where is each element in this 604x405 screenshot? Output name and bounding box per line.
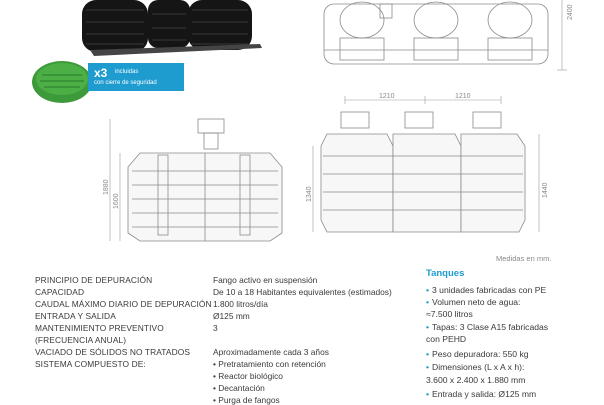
spec-value: 1.800 litros/día: [213, 299, 268, 309]
tanques-item-text: Tapas: 3 Clase A15 fabricadas: [432, 322, 549, 332]
spec-value: Ø125 mm: [213, 311, 250, 321]
badge-line1: incluidas: [115, 69, 139, 75]
tanques-item-text: Peso depuradora: 550 kg: [432, 349, 529, 359]
tanques-item: •Peso depuradora: 550 kg: [426, 349, 529, 361]
green-lid-photo: [32, 61, 92, 103]
tanques-item: •Volumen neto de agua:: [426, 297, 520, 309]
system-item: • Purga de fangos: [213, 395, 280, 405]
spec-value: Fango activo en suspensión: [213, 275, 318, 285]
spec-value: Aproximadamente cada 3 años: [213, 347, 329, 357]
spec-label: (FRECUENCIA ANUAL): [35, 335, 127, 345]
dim-1600: 1600: [113, 193, 120, 209]
measures-note: Medidas en mm.: [496, 254, 552, 263]
bullet: •: [426, 285, 430, 295]
bullet: •: [426, 297, 430, 307]
system-item: • Decantación: [213, 383, 265, 393]
badge-line2: con cierre de seguridad: [94, 80, 157, 86]
tanques-item: con PEHD: [426, 334, 466, 346]
top-view-drawing: 2400: [323, 0, 574, 71]
spec-label: CAUDAL MÁXIMO DIARIO DE DEPURACIÓN: [35, 299, 212, 309]
spec-value: • Pretratamiento con retención: [213, 359, 326, 369]
dim-2400: 2400: [567, 4, 574, 20]
dim-1340: 1340: [306, 186, 313, 202]
spec-label: MANTENIMIENTO PREVENTIVO: [35, 323, 164, 333]
tanques-item: ≈7.500 litros: [426, 309, 473, 321]
tanques-item-text: ≈7.500 litros: [426, 309, 473, 319]
product-photo: [60, 0, 280, 62]
tanques-item-text: Dimensiones (L x A x h):: [432, 362, 525, 372]
badge-count: x3: [94, 66, 108, 80]
tanques-item-text: 3.600 x 2.400 x 1.880 mm: [426, 375, 526, 385]
tanques-item: •Dimensiones (L x A x h):: [426, 362, 524, 374]
spec-label: VACIADO DE SÓLIDOS NO TRATADOS: [35, 347, 191, 357]
system-item: • Reactor biológico: [213, 371, 283, 381]
tanques-title: Tanques: [426, 268, 465, 279]
tanques-item-text: Volumen neto de agua:: [432, 297, 521, 307]
tanques-item: 3.600 x 2.400 x 1.880 mm: [426, 375, 525, 387]
dim-1880: 1880: [103, 179, 110, 195]
bullet: •: [426, 362, 430, 372]
spec-label: ENTRADA Y SALIDA: [35, 311, 116, 321]
spec-value: 3: [213, 323, 218, 333]
tanques-item: •Tapas: 3 Clase A15 fabricadas: [426, 322, 548, 334]
spec-value: De 10 a 18 Habitantes equivalentes (esti…: [213, 287, 392, 297]
bullet: •: [426, 389, 430, 399]
lids-included-badge: x3 incluidas con cierre de seguridad: [88, 63, 184, 91]
bullet: •: [426, 322, 430, 332]
spec-label: CAPACIDAD: [35, 287, 85, 297]
tanques-item-text: con PEHD: [426, 334, 467, 344]
dim-1210-a: 1210: [379, 93, 395, 100]
spec-label: SISTEMA COMPUESTO DE:: [35, 359, 146, 369]
spec-label: PRINCIPIO DE DEPURACIÓN: [35, 275, 153, 285]
dim-1440: 1440: [542, 182, 549, 198]
side-view-drawing: 1880 1600: [103, 118, 283, 242]
bullet: •: [426, 349, 430, 359]
tanques-item: •Entrada y salida: Ø125 mm: [426, 389, 536, 401]
tanques-item: •3 unidades fabricadas con PE: [426, 285, 546, 297]
tanques-item-text: 3 unidades fabricadas con PE: [432, 285, 547, 295]
tanques-item-text: Entrada y salida: Ø125 mm: [432, 389, 537, 399]
dim-1210-b: 1210: [455, 93, 471, 100]
front-view-drawing: 1210 1210 1340 1440: [306, 93, 549, 233]
